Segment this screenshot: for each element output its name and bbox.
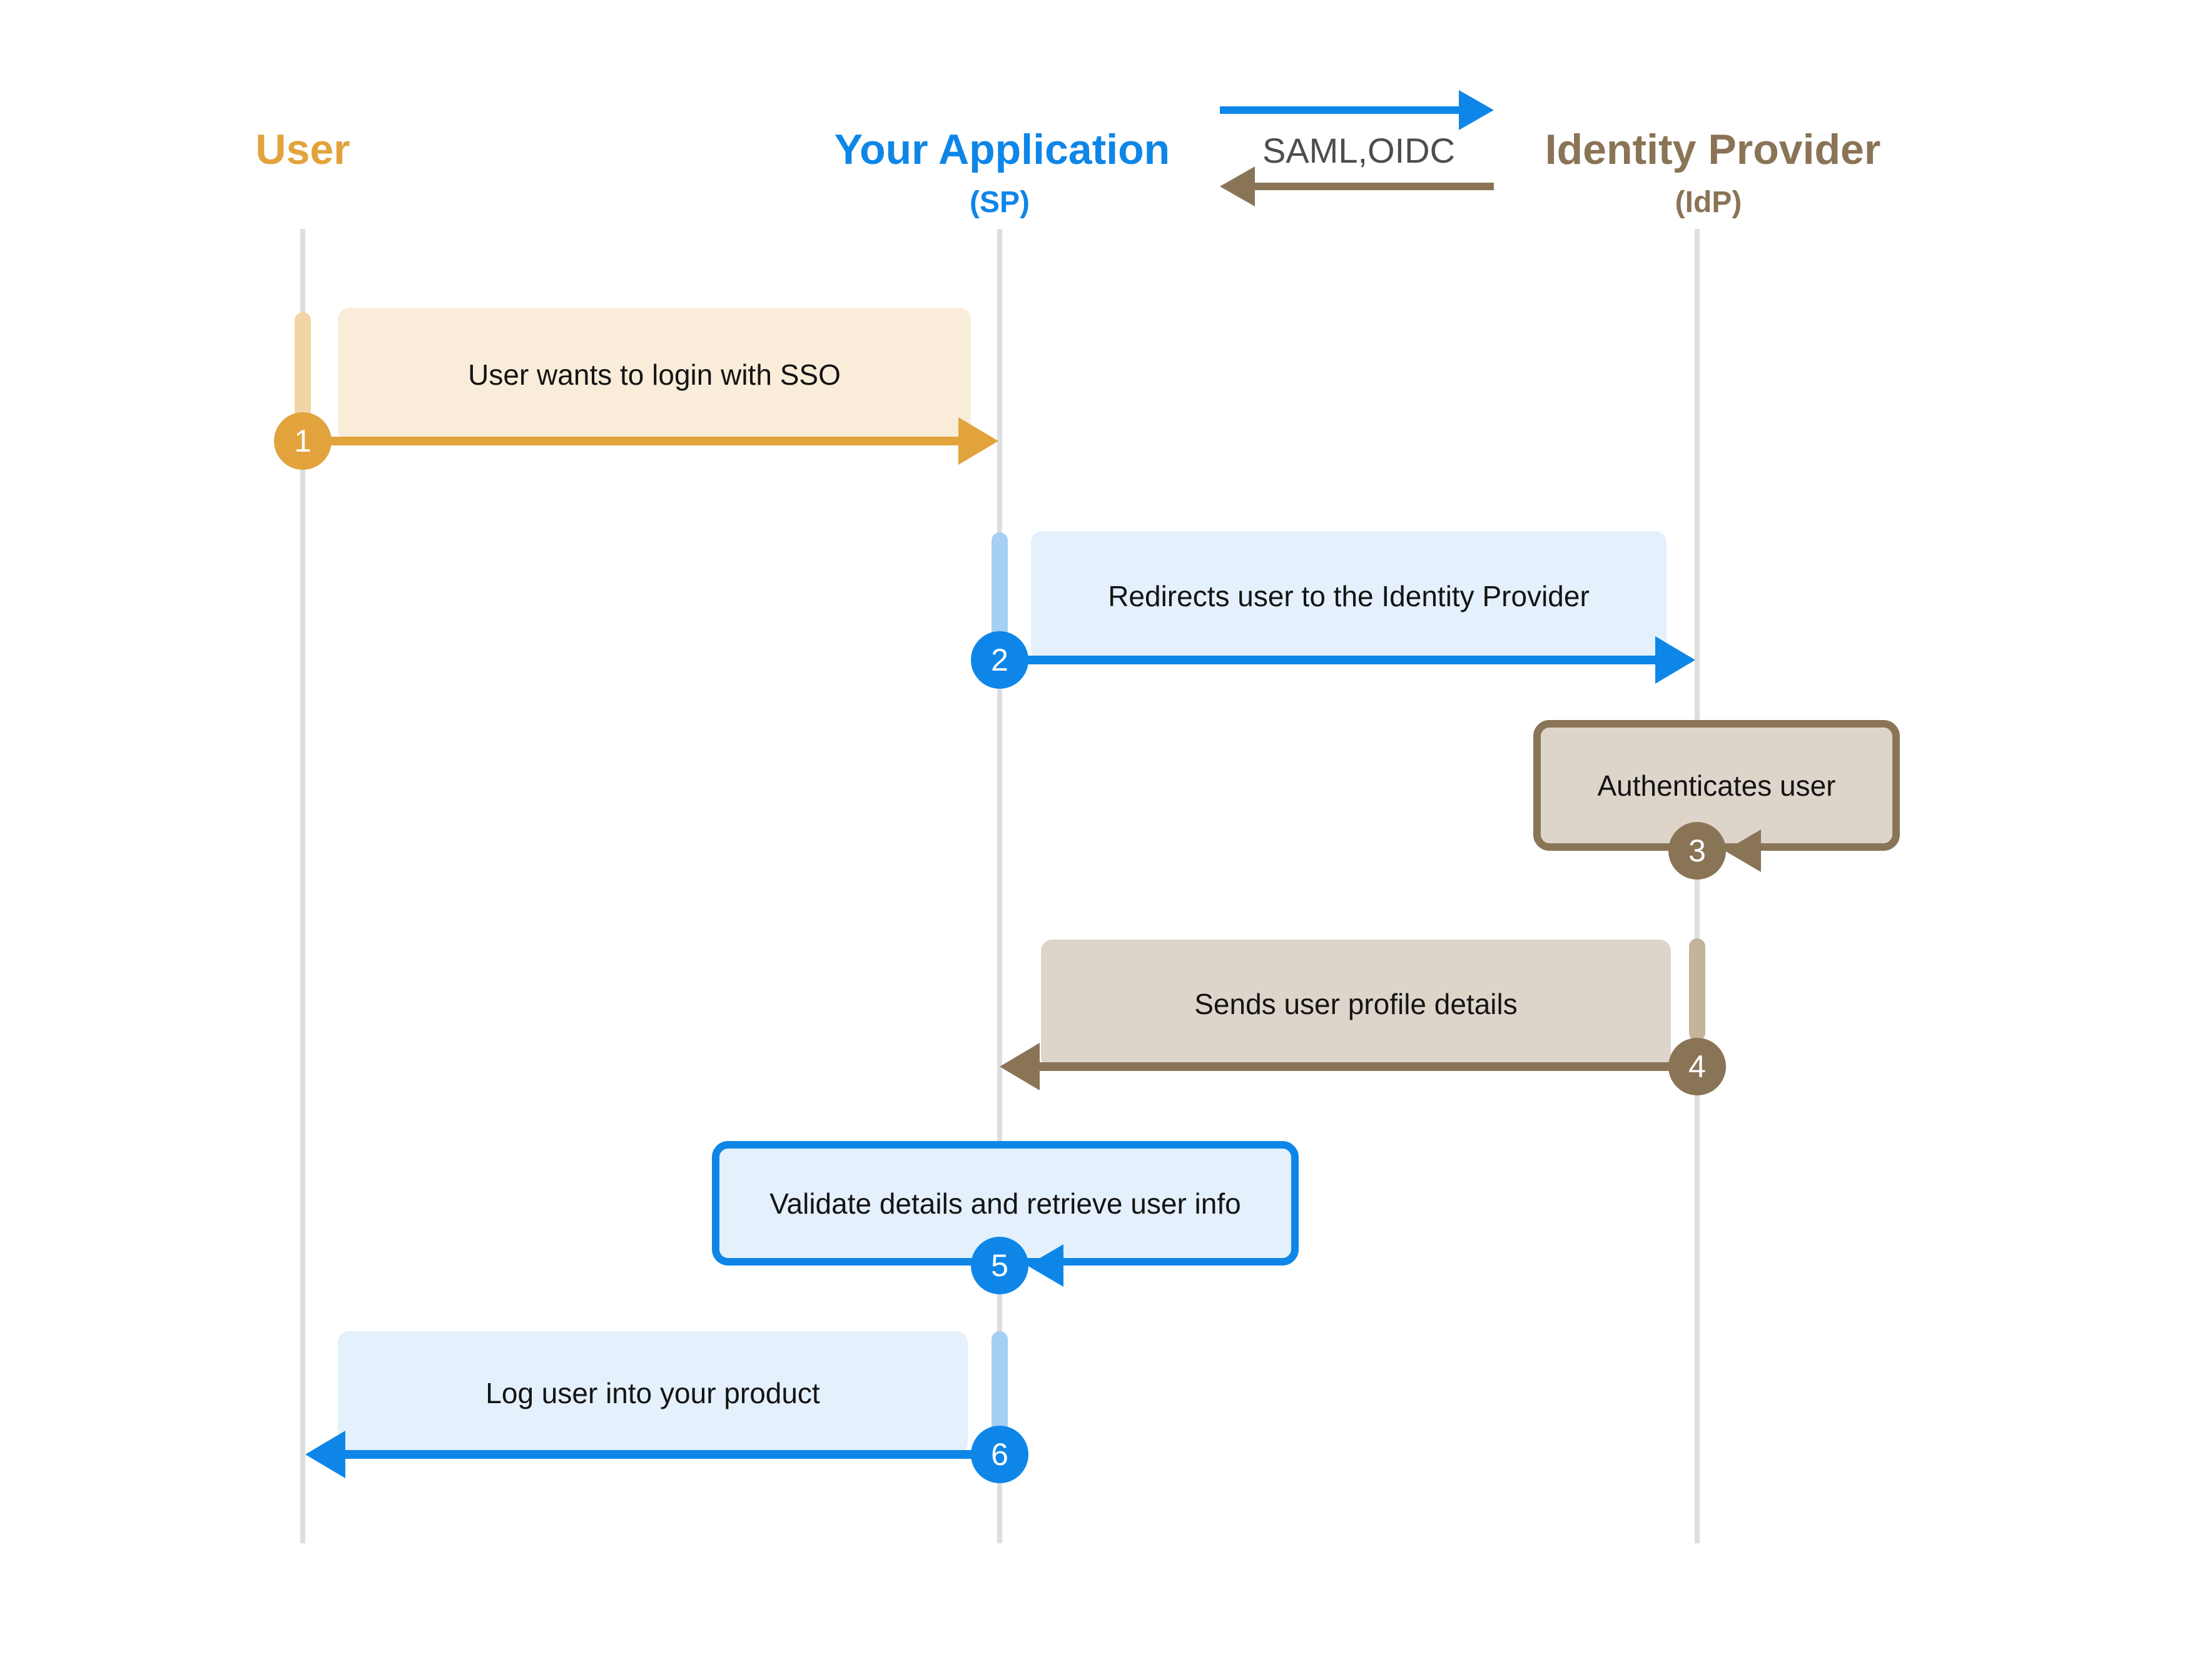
step-2-number-badge: 2 bbox=[971, 631, 1028, 689]
step-2-number: 2 bbox=[991, 642, 1008, 677]
lifeline-idp bbox=[1695, 229, 1700, 1543]
step-2-message-text: Redirects user to the Identity Provider bbox=[1108, 580, 1590, 612]
step-3-message-text: Authenticates user bbox=[1597, 769, 1836, 802]
step-4-number: 4 bbox=[1688, 1049, 1706, 1084]
step-5-message-text: Validate details and retrieve user info bbox=[769, 1187, 1241, 1220]
protocol-label: SAML,OIDC bbox=[1262, 131, 1456, 170]
protocol-arrow-left-icon bbox=[1220, 166, 1255, 206]
step-2-message-box: Redirects user to the Identity Provider bbox=[1031, 531, 1667, 661]
activation-idp-step4 bbox=[1689, 938, 1705, 1041]
protocol-arrow-right-icon bbox=[1459, 90, 1494, 130]
actor-idp-sublabel: (IdP) bbox=[1675, 186, 1742, 219]
step-1-message-box: User wants to login with SSO bbox=[338, 308, 971, 441]
lifeline-app bbox=[997, 229, 1002, 1543]
step-5-number-badge: 5 bbox=[971, 1237, 1028, 1294]
step-1-number-badge: 1 bbox=[274, 412, 332, 470]
step-3-arrowhead-icon bbox=[1725, 830, 1761, 872]
step-6-arrowhead-icon bbox=[305, 1431, 345, 1478]
actor-app-label: Your Application bbox=[834, 126, 1170, 173]
protocol-arrow-left-line bbox=[1254, 183, 1494, 190]
step-2-arrowhead-icon bbox=[1655, 636, 1695, 684]
step-1-arrowhead-icon bbox=[958, 417, 998, 465]
protocol-arrow-right-line bbox=[1220, 106, 1460, 114]
step-6-number: 6 bbox=[991, 1437, 1008, 1472]
step-4-message-text: Sends user profile details bbox=[1194, 988, 1518, 1020]
activation-app-step6 bbox=[992, 1331, 1008, 1434]
step-4-message-box: Sends user profile details bbox=[1041, 940, 1671, 1068]
lifeline-user bbox=[300, 229, 305, 1543]
step-4-arrow-line bbox=[1040, 1062, 1697, 1071]
step-3-number: 3 bbox=[1688, 833, 1706, 868]
step-6-message-box: Log user into your product bbox=[338, 1331, 968, 1454]
actor-app-sublabel: (SP) bbox=[970, 186, 1030, 219]
actor-user-label: User bbox=[255, 126, 350, 173]
step-4-arrowhead-icon bbox=[1000, 1043, 1040, 1090]
step-5-message-box: Validate details and retrieve user info bbox=[712, 1141, 1299, 1266]
step-6-message-text: Log user into your product bbox=[485, 1376, 820, 1409]
step-3-number-badge: 3 bbox=[1668, 822, 1726, 880]
step-2-arrow-line bbox=[1000, 656, 1656, 664]
step-1-arrow-line bbox=[303, 437, 960, 445]
activation-app-step2 bbox=[992, 532, 1008, 641]
step-6-arrow-line bbox=[345, 1450, 1000, 1459]
step-4-number-badge: 4 bbox=[1668, 1038, 1726, 1095]
step-1-message-text: User wants to login with SSO bbox=[468, 358, 841, 391]
activation-user-step1 bbox=[295, 312, 311, 424]
step-5-arrowhead-icon bbox=[1027, 1244, 1063, 1287]
step-6-number-badge: 6 bbox=[971, 1426, 1028, 1483]
actor-idp-label: Identity Provider bbox=[1545, 126, 1881, 173]
step-5-number: 5 bbox=[991, 1248, 1008, 1283]
step-1-number: 1 bbox=[294, 424, 312, 459]
